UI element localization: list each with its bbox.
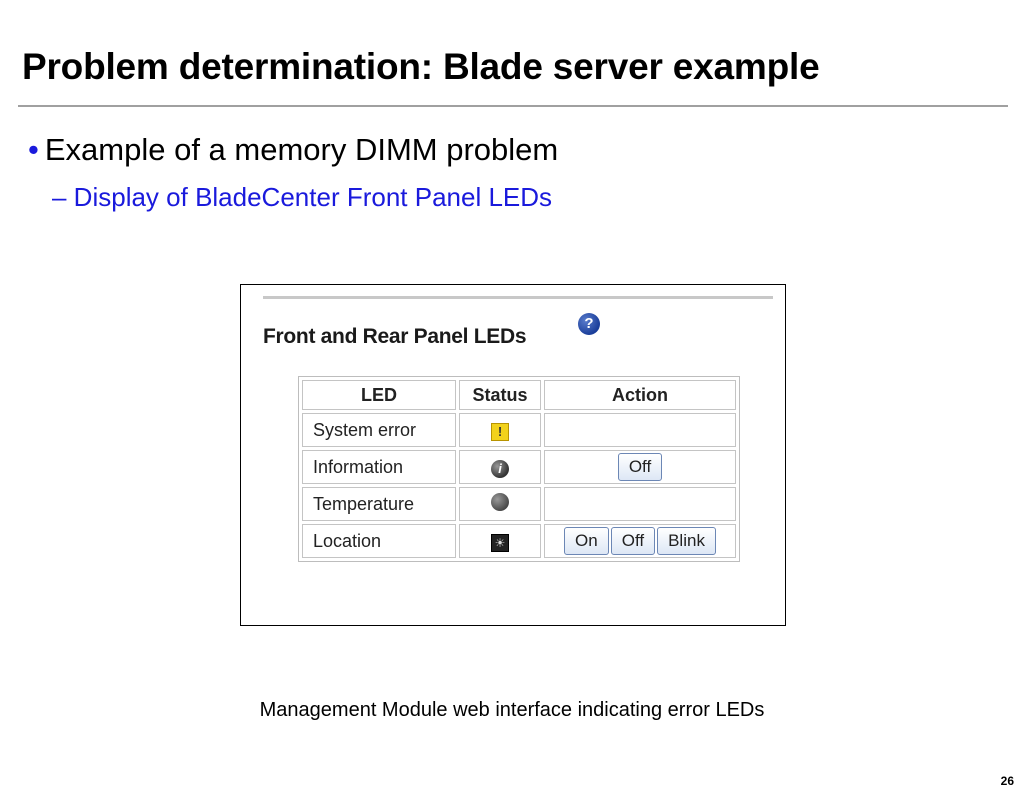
- information-off-button[interactable]: Off: [617, 453, 663, 481]
- action-cell: [544, 413, 736, 447]
- table-row: Information i Off: [302, 450, 736, 484]
- bullet-text: Example of a memory DIMM problem: [44, 132, 559, 167]
- sub-bullet-text: – Display of BladeCenter Front Panel LED…: [52, 182, 553, 212]
- slide-title: Problem determination: Blade server exam…: [22, 46, 820, 87]
- led-name-temperature: Temperature: [302, 487, 456, 521]
- led-table: LED Status Action System error ! Informa…: [298, 376, 740, 562]
- panel-divider: [263, 296, 773, 299]
- table-header-row: LED Status Action: [302, 380, 736, 410]
- status-cell: !: [459, 413, 541, 447]
- table-row: Temperature: [302, 487, 736, 521]
- info-icon: i: [491, 459, 509, 478]
- location-icon: ☀: [491, 533, 509, 552]
- status-cell: ☀: [459, 524, 541, 558]
- status-cell: i: [459, 450, 541, 484]
- panel-title: Front and Rear Panel LEDs: [263, 325, 527, 348]
- column-header-led: LED: [302, 380, 456, 410]
- warning-icon: !: [491, 422, 509, 441]
- help-question-icon[interactable]: ?: [578, 313, 600, 335]
- location-on-button[interactable]: On: [564, 527, 609, 555]
- page-number: 26: [1000, 774, 1014, 788]
- column-header-action: Action: [544, 380, 736, 410]
- status-cell: [459, 487, 541, 521]
- led-name-system-error: System error: [302, 413, 456, 447]
- screenshot-frame: Front and Rear Panel LEDs ? LED Status A…: [240, 284, 786, 626]
- bullet-dot: •: [28, 132, 39, 167]
- location-off-button[interactable]: Off: [610, 527, 656, 555]
- bullet-item: •Example of a memory DIMM problem: [28, 134, 558, 165]
- table-row: System error !: [302, 413, 736, 447]
- led-name-information: Information: [302, 450, 456, 484]
- column-header-status: Status: [459, 380, 541, 410]
- location-blink-button[interactable]: Blink: [657, 527, 716, 555]
- title-divider: [18, 105, 1008, 107]
- action-cell: Off: [544, 450, 736, 484]
- action-cell: [544, 487, 736, 521]
- led-name-location: Location: [302, 524, 456, 558]
- figure-caption: Management Module web interface indicati…: [259, 699, 765, 721]
- led-off-icon: [491, 492, 509, 511]
